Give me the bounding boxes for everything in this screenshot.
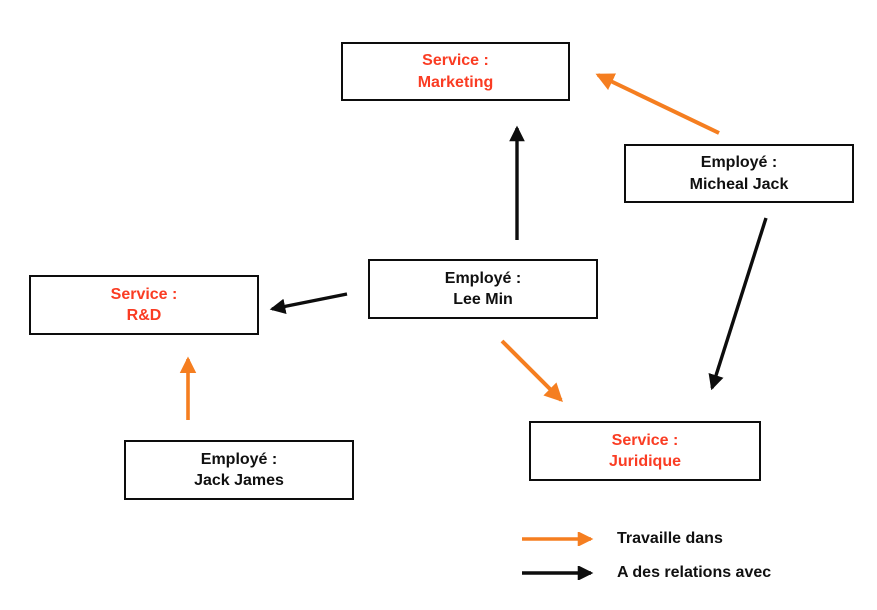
legend: Travaille dans A des relations avec — [521, 528, 771, 584]
node-label-line2: Marketing — [417, 73, 494, 91]
edge-leemin-rd-relation-arrow — [269, 292, 348, 315]
node-label-line2: Lee Min — [453, 291, 513, 308]
relation-arrow-icon — [522, 566, 594, 580]
edge-michealjack-juridique-relation-arrow — [708, 217, 768, 391]
node-label-line1: Employé : — [700, 154, 778, 172]
legend-label-works-in: Travaille dans — [617, 530, 723, 547]
node-label-line1: Service : — [611, 431, 679, 449]
node-employee-lee-min: Employé : Lee Min — [368, 259, 598, 319]
node-service-rd: Service : R&D — [29, 275, 259, 335]
legend-row-relation: A des relations avec — [521, 562, 771, 584]
node-label-line2: Micheal Jack — [689, 175, 789, 193]
node-employee-jack-james: Employé : Jack James — [124, 440, 354, 500]
node-label-line1: Employé : — [444, 269, 522, 287]
works-in-arrow-icon — [522, 532, 594, 546]
node-label-line2: Juridique — [608, 453, 681, 470]
edge-leemin-juridique-works-in-arrow — [500, 339, 563, 402]
edge-michealjack-marketing-works-in-arrow — [595, 73, 720, 135]
node-employee-micheal-jack: Employé : Micheal Jack — [624, 144, 854, 203]
node-label-line1: Service : — [110, 285, 178, 303]
legend-label-relation: A des relations avec — [617, 564, 772, 581]
node-label-line2: R&D — [126, 307, 162, 324]
node-service-juridique: Service : Juridique — [529, 421, 761, 481]
node-label-line2: Jack James — [194, 472, 284, 489]
node-label-line1: Employé : — [200, 450, 278, 468]
node-service-marketing: Service : Marketing — [341, 42, 570, 101]
legend-row-works-in: Travaille dans — [521, 528, 771, 550]
node-label-line1: Service : — [422, 52, 489, 70]
